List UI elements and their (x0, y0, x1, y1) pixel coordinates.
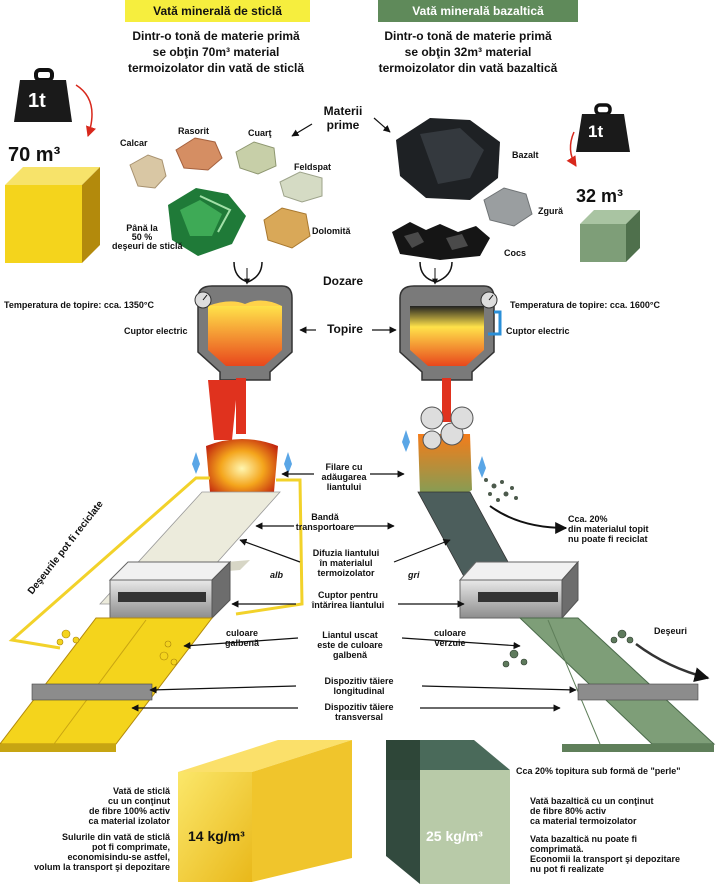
melting-label: Topire (327, 322, 363, 336)
feldspat-label: Feldspat (294, 162, 332, 172)
right-header: Vată minerală bazaltică (412, 4, 544, 18)
right-furnace-label: Cuptor electric (506, 326, 570, 336)
right-furnace (399, 285, 502, 422)
right-oven (458, 560, 580, 620)
right-volume: 32 m³ (576, 186, 624, 206)
green-volume-cube (580, 210, 640, 262)
left-scrap (56, 629, 178, 666)
center-arrows (131, 326, 577, 712)
dolomita-label: Dolomită (312, 226, 351, 236)
weight-icon-right (576, 103, 630, 152)
left-volume: 70 m³ (8, 144, 61, 166)
left-oven (108, 560, 232, 620)
left-weight-label: 1t (28, 90, 46, 112)
right-loss-particles (484, 478, 518, 502)
left-density: 14 kg/m³ (188, 828, 245, 844)
dosing-label: Dozare (322, 274, 363, 288)
rasorit-label: Rasorit (178, 126, 210, 136)
left-furnace (194, 285, 293, 440)
right-product-belt (518, 617, 716, 752)
right-spinner (402, 406, 486, 500)
left-furnace-label: Cuptor electric (124, 326, 188, 336)
right-density: 25 kg/m³ (426, 828, 483, 844)
left-header: Vată minerală de sticlă (153, 4, 282, 18)
cocs-label: Cocs (504, 248, 527, 258)
right-scrap (502, 629, 634, 668)
right-temperature: Temperatura de topire: cca. 1600°C (510, 300, 660, 310)
left-product-belt (0, 617, 214, 752)
left-temperature: Temperatura de topire: cca. 1350°C (4, 300, 154, 310)
right-raw-materials (392, 118, 533, 260)
right-product-block (386, 740, 510, 884)
right-weight-label: 1t (588, 122, 604, 141)
left-header-box (125, 0, 310, 22)
gri-label: gri (408, 570, 420, 580)
left-raw-materials (129, 137, 323, 256)
weight-icon-left (14, 68, 72, 122)
left-spinner (192, 439, 292, 498)
arrow-left-weight (75, 84, 96, 137)
calcar-label: Calcar (120, 138, 148, 148)
right-header-box (378, 0, 578, 22)
zgura-label: Zgură (538, 206, 564, 216)
alb-label: alb (270, 570, 284, 580)
waste-label: Deşeuri (654, 626, 688, 636)
bazalt-label: Bazalt (512, 150, 539, 160)
pearls-label: Cca 20% topitura sub formă de "perle" (516, 766, 681, 776)
cuart-label: Cuarţ (248, 128, 272, 138)
yellow-volume-cube (5, 167, 100, 263)
left-product-block (178, 740, 352, 882)
arrow-right-weight (566, 131, 577, 167)
